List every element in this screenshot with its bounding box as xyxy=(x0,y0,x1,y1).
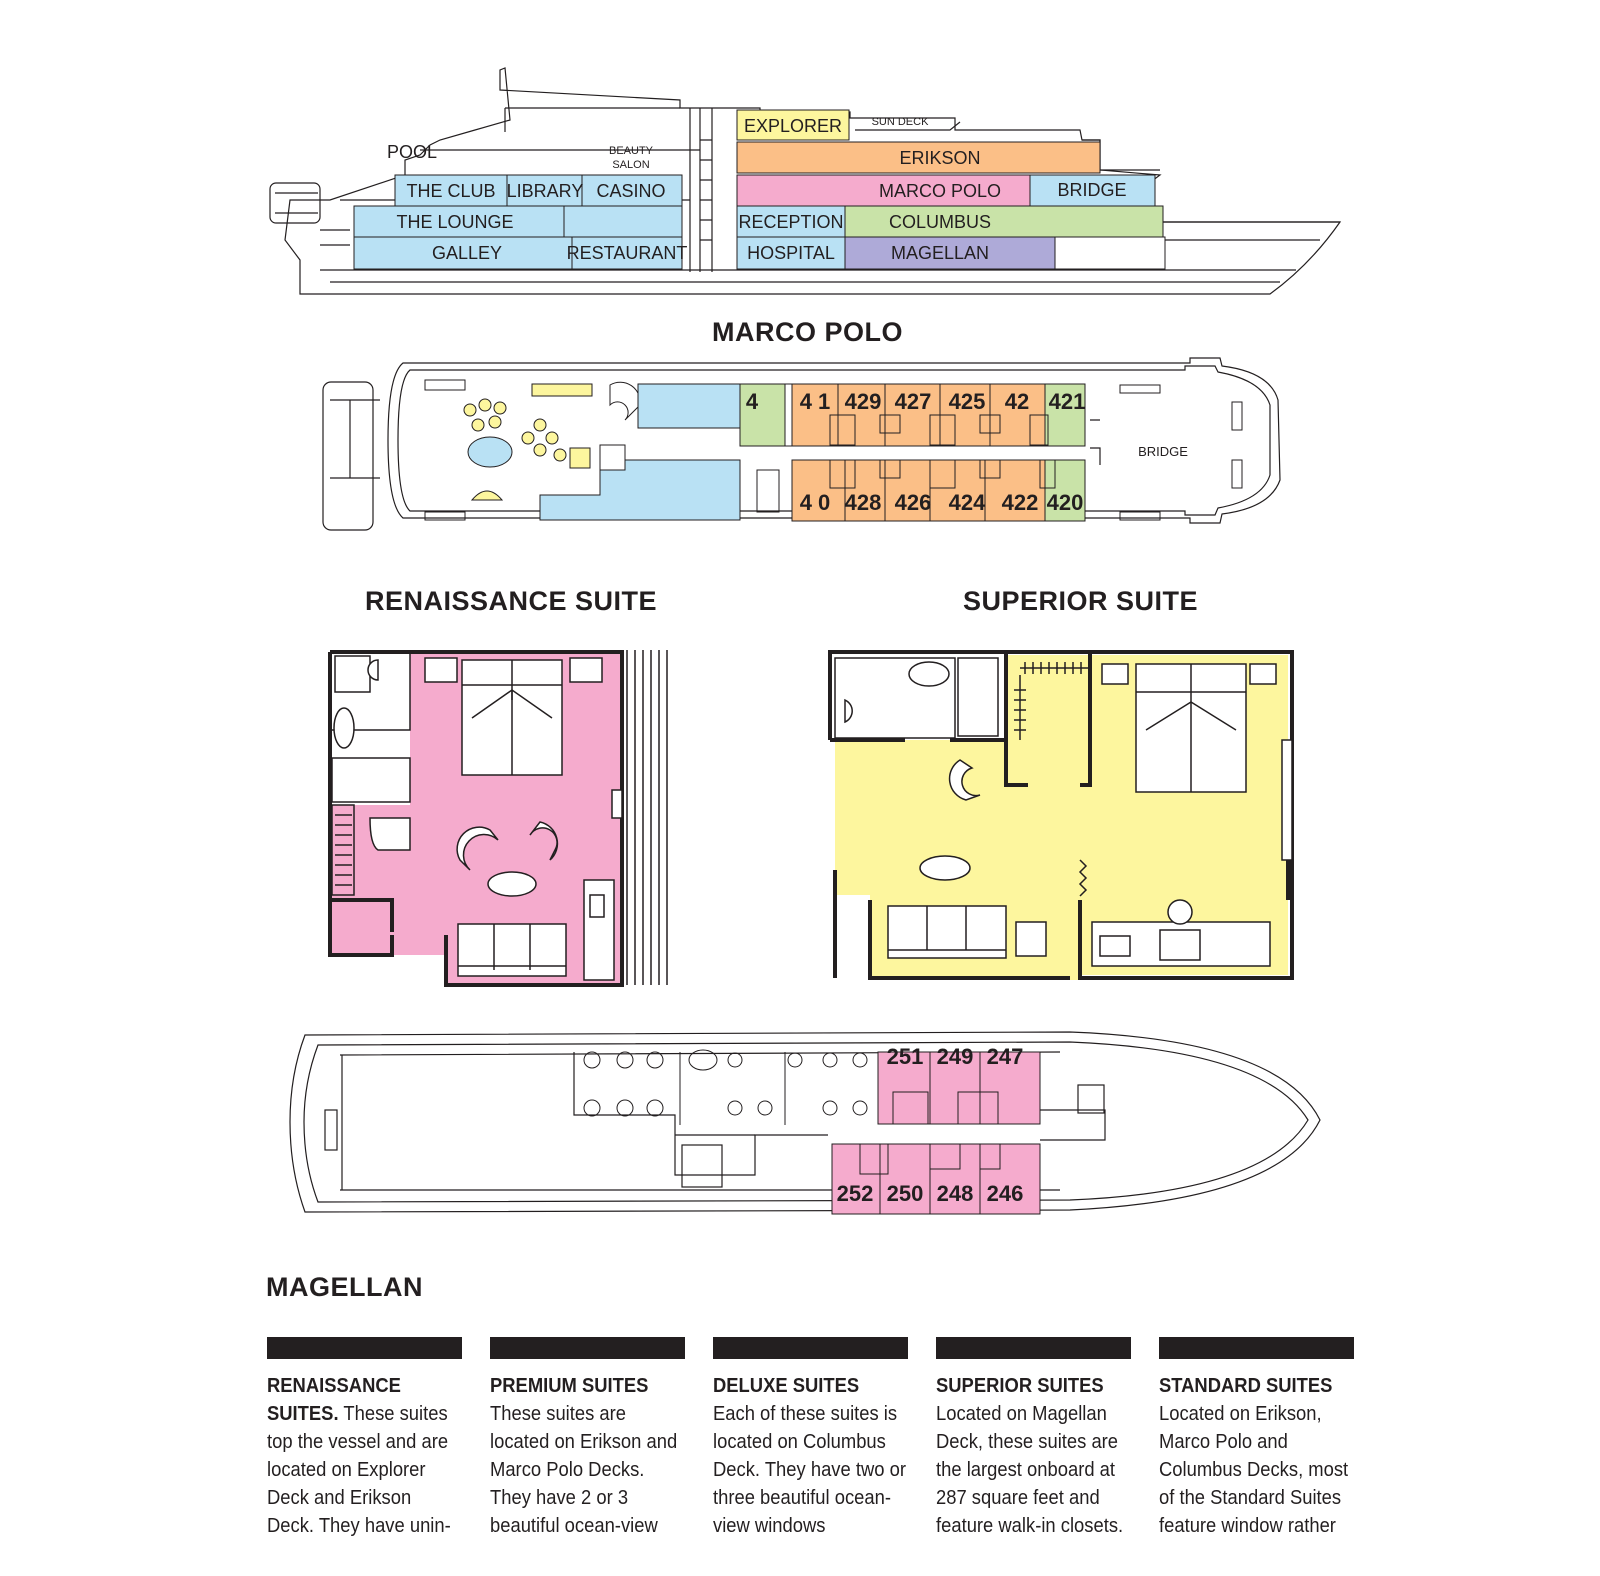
mp-cabin-top-0: 4 xyxy=(746,389,759,414)
bridge-room xyxy=(1029,174,1156,207)
mg-cabin-top-0: 251 xyxy=(887,1044,924,1069)
legend-body: Located on Magellan Deck, these suites a… xyxy=(936,1403,1124,1537)
sun-deck-label: SUN DECK xyxy=(872,116,930,128)
the-club-room xyxy=(394,174,508,207)
mp-cabin-top-1: 4 1 xyxy=(800,389,831,414)
reception-label: RECEPTION xyxy=(738,212,843,232)
mg-cabin-top-1: 249 xyxy=(937,1044,974,1069)
galley-room xyxy=(353,236,573,270)
marco-polo-title: MARCO POLO xyxy=(712,317,903,347)
legend-body: Each of these suites is located on Colum… xyxy=(713,1403,906,1537)
legend-bar xyxy=(267,1337,462,1359)
mp-cabin-top-2: 429 xyxy=(845,389,882,414)
superior-suite-plan xyxy=(828,650,1294,980)
legend-body: These suites top the vessel and are loca… xyxy=(267,1403,451,1537)
legend-text: DELUXE SUITES Each of these suites is lo… xyxy=(713,1372,908,1540)
magellan-title: MAGELLAN xyxy=(266,1272,423,1302)
legend-renaissance: RENAISSANCE SUITES. These suites top the… xyxy=(267,1337,462,1540)
mp-bridge-label: BRIDGE xyxy=(1138,444,1188,459)
restaurant-label: RESTAURANT xyxy=(567,243,688,263)
magellan-room xyxy=(844,236,1056,270)
legend-text: STANDARD SUITES Located on Erikson, Marc… xyxy=(1159,1372,1354,1540)
columbus-room xyxy=(844,205,1164,238)
legend-text: PREMIUM SUITES These suites are located … xyxy=(490,1372,685,1540)
pool-label: POOL xyxy=(387,142,437,162)
mp-cabin-top-6: 421 xyxy=(1049,389,1086,414)
legend-heading: RENAISSANCE SUITES. xyxy=(267,1375,401,1425)
erikson-label: ERIKSON xyxy=(899,148,980,168)
mp-cabin-bottom-0: 4 0 xyxy=(800,490,831,515)
renaissance-suite-plan xyxy=(328,650,668,987)
ship-profile-diagram: POOL BEAUTY SALON THE CLUB LIBRARY CASIN… xyxy=(269,67,1342,295)
bridge-label: BRIDGE xyxy=(1057,180,1126,200)
galley-label: GALLEY xyxy=(432,243,502,263)
library-room xyxy=(506,174,583,207)
hospital-room xyxy=(736,236,846,270)
marco-polo-label: MARCO POLO xyxy=(879,181,1001,201)
casino-label: CASINO xyxy=(596,181,665,201)
legend-standard: STANDARD SUITES Located on Erikson, Marc… xyxy=(1159,1337,1354,1540)
renaissance-suite-title: RENAISSANCE SUITE xyxy=(365,586,658,616)
legend-heading: DELUXE SUITES xyxy=(713,1375,860,1397)
mp-cabin-bottom-5: 420 xyxy=(1047,490,1084,515)
legend-body: Located on Erikson, Marco Polo and Colum… xyxy=(1159,1403,1349,1537)
legend-heading: SUPERIOR SUITES xyxy=(936,1375,1104,1397)
casino-room xyxy=(581,174,683,207)
the-club-label: THE CLUB xyxy=(406,181,495,201)
mp-cabin-bottom-1: 428 xyxy=(845,490,882,515)
legend-heading: PREMIUM SUITES xyxy=(490,1375,649,1397)
explorer-label: EXPLORER xyxy=(744,116,842,136)
legend-bar xyxy=(936,1337,1131,1359)
superior-suite-title: SUPERIOR SUITE xyxy=(963,586,1199,616)
legend-heading: STANDARD SUITES xyxy=(1159,1375,1333,1397)
mp-cabin-bottom-3: 424 xyxy=(949,490,986,515)
salon-label: SALON xyxy=(612,159,649,171)
magellan-label: MAGELLAN xyxy=(891,243,989,263)
magellan-deck-plan: 251 249 247 252 250 248 246 xyxy=(289,1031,1321,1215)
legend-text: RENAISSANCE SUITES. These suites top the… xyxy=(267,1372,462,1540)
mp-cabin-top-5: 42 xyxy=(1005,389,1029,414)
mg-cabin-bottom-0: 252 xyxy=(837,1181,874,1206)
legend-premium: PREMIUM SUITES These suites are located … xyxy=(490,1337,685,1540)
library-label: LIBRARY xyxy=(507,181,584,201)
columbus-label: COLUMBUS xyxy=(889,212,991,232)
erikson-room xyxy=(736,141,1101,174)
legend-superior: SUPERIOR SUITES Located on Magellan Deck… xyxy=(936,1337,1131,1540)
mp-cabin-top-3: 427 xyxy=(895,389,932,414)
lounge-annex-room xyxy=(563,205,683,238)
the-lounge-label: THE LOUNGE xyxy=(396,212,513,232)
mp-cabin-top-4: 425 xyxy=(949,389,986,414)
legend-deluxe: DELUXE SUITES Each of these suites is lo… xyxy=(713,1337,908,1540)
mg-cabin-bottom-1: 250 xyxy=(887,1181,924,1206)
hospital-label: HOSPITAL xyxy=(747,243,835,263)
mg-cabin-top-2: 247 xyxy=(987,1044,1024,1069)
legend-bar xyxy=(490,1337,685,1359)
mg-cabin-bottom-3: 246 xyxy=(987,1181,1024,1206)
marco-polo-deck-plan: 4 4 1 429 427 425 42 421 4 0 428 426 424… xyxy=(322,357,1281,531)
legend-bar xyxy=(1159,1337,1354,1359)
legend-bar xyxy=(713,1337,908,1359)
explorer-room xyxy=(736,109,850,141)
mp-cabin-bottom-4: 422 xyxy=(1002,490,1039,515)
legend-body: These suites are located on Erikson and … xyxy=(490,1403,678,1537)
legend-text: SUPERIOR SUITES Located on Magellan Deck… xyxy=(936,1372,1131,1540)
beauty-label: BEAUTY xyxy=(609,145,654,157)
mg-cabin-bottom-2: 248 xyxy=(937,1181,974,1206)
restaurant-room xyxy=(571,236,683,270)
mp-cabin-bottom-2: 426 xyxy=(895,490,932,515)
